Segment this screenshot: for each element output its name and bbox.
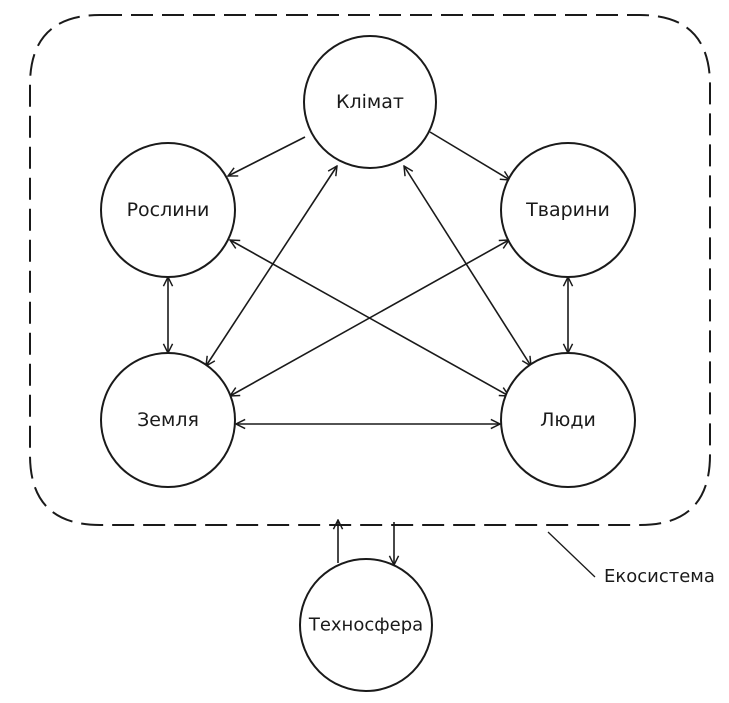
edges [168, 131, 568, 565]
node-climate: Клімат [303, 35, 437, 169]
node-animals: Тварини [500, 142, 636, 278]
node-animals-label: Тварини [525, 199, 610, 221]
node-technosphere: Техносфера [299, 558, 433, 692]
edge-climate-plants [228, 136, 306, 176]
node-people: Люди [500, 352, 636, 488]
node-plants-label: Рослини [127, 199, 210, 221]
node-earth-label: Земля [137, 409, 199, 431]
node-people-label: Люди [540, 409, 596, 431]
ecosystem-label: Екосистема [604, 566, 715, 587]
node-technosphere-label: Техносфера [308, 615, 423, 636]
node-earth: Земля [100, 352, 236, 488]
node-climate-label: Клімат [336, 91, 404, 113]
edge-climate-animals [429, 131, 510, 180]
edge-animals-earth [230, 240, 509, 396]
boundary-label-leader [547, 531, 596, 578]
node-plants: Рослини [100, 142, 236, 278]
ecosystem-boundary [29, 14, 711, 526]
